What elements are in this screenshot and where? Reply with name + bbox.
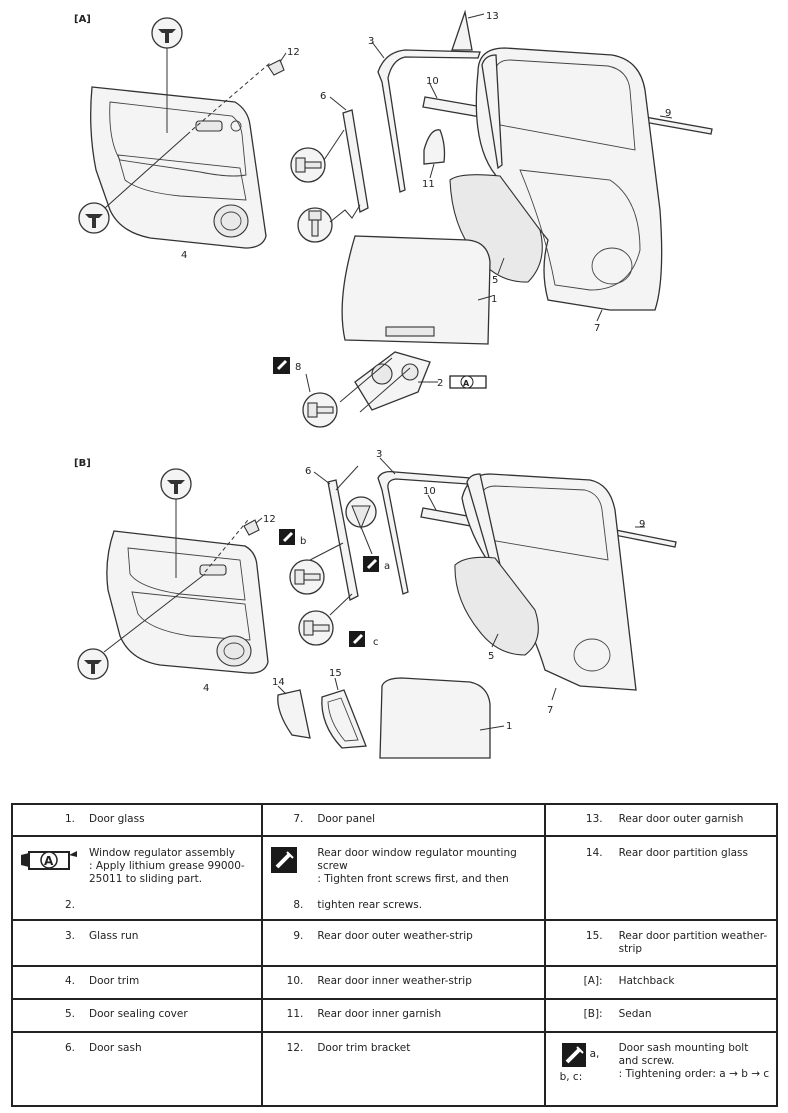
trim-bracket-a (267, 59, 285, 76)
legend-item-11: 11.Rear door inner garnish (286, 1008, 442, 1020)
door-sash-a (342, 109, 369, 213)
legend-item-1: 1.Door glass (64, 813, 145, 825)
svg-text:7: 7 (594, 323, 600, 334)
torque-wrench-icon (271, 847, 298, 873)
svg-text:7: 7 (547, 705, 553, 716)
partition-glass-b (277, 689, 311, 739)
door-glass-a (341, 235, 491, 345)
svg-text:11: 11 (422, 179, 435, 190)
grease-letter: A (463, 379, 470, 388)
grease-icon: A (21, 851, 77, 870)
svg-text:6: 6 (320, 91, 326, 102)
legend-item-2: A Window regulator assembly : Apply lith… (13, 837, 261, 919)
svg-text:10: 10 (423, 486, 436, 497)
exploded-parts-diagram: [A] (74, 9, 713, 759)
svg-text:5: 5 (492, 275, 498, 286)
trim-clip-bottom-b (77, 573, 206, 680)
legend-item-10: 10.Rear door inner weather-strip (286, 975, 472, 987)
section-label-a: [A] (74, 14, 91, 25)
callouts-b: 1 3 4 5 6 7 9 10 12 14 15 (203, 449, 645, 732)
svg-text:1: 1 (491, 294, 497, 305)
door-trim-a (90, 86, 267, 249)
svg-text:15: 15 (329, 668, 342, 679)
svg-text:12: 12 (287, 47, 300, 58)
trim-clip-bottom-a (78, 131, 191, 234)
door-panel-a (475, 47, 663, 311)
svg-text:8: 8 (295, 362, 301, 373)
sash-bolt-c-b (298, 593, 353, 646)
legend-item-6: 6.Door sash (64, 1042, 142, 1054)
letter-c: c (373, 637, 379, 648)
sash-bolt-upper-a (290, 129, 345, 183)
legend-item-3: 3.Glass run (64, 930, 139, 942)
legend-item-hatchback: [A]:Hatchback (583, 975, 675, 987)
door-sash-b (327, 479, 359, 601)
svg-text:13: 13 (486, 11, 499, 22)
letter-a: a (384, 561, 390, 572)
door-panel-b (461, 473, 637, 691)
legend-item-5: 5.Door sealing cover (64, 1008, 188, 1020)
legend-item-13: 13.Rear door outer garnish (585, 813, 744, 825)
svg-text:10: 10 (426, 76, 439, 87)
legend-item-8: Rear door window regulator mounting scre… (263, 837, 543, 919)
svg-text:6: 6 (305, 466, 311, 477)
glass-run-b (377, 470, 471, 595)
letter-b: b (300, 536, 306, 547)
inner-garnish-a (423, 129, 446, 165)
svg-text:5: 5 (488, 651, 494, 662)
window-regulator-a (339, 351, 438, 413)
door-trim-b (106, 530, 269, 674)
grease-icon-a: A (449, 375, 487, 389)
trim-clip-top-a (151, 17, 183, 133)
legend-item-9: 9.Rear door outer weather-strip (293, 930, 473, 942)
svg-text:1: 1 (506, 721, 512, 732)
sealing-cover-b (454, 556, 539, 656)
sash-bolt-b-b (289, 542, 344, 595)
leader-dashed-a (191, 62, 271, 131)
svg-text:14: 14 (272, 677, 285, 688)
grease-icon-letter: A (44, 854, 54, 868)
svg-text:9: 9 (665, 108, 671, 119)
svg-text:3: 3 (376, 449, 382, 460)
sealing-cover-a (449, 174, 543, 283)
svg-text:3: 3 (368, 36, 374, 47)
svg-text:9: 9 (639, 519, 645, 530)
regulator-screw-a (302, 373, 338, 428)
outer-garnish-a (451, 9, 473, 51)
parts-legend-table: 1.Door glass 7.Door panel 13.Rear door o… (10, 803, 779, 1107)
sash-screw-a-b (345, 496, 377, 555)
legend-item-4: 4.Door trim (64, 975, 140, 987)
door-glass-b (379, 677, 491, 759)
svg-text:2: 2 (437, 378, 443, 389)
legend-item-12: 12.Door trim bracket (286, 1042, 411, 1054)
callouts-a: 1 2 3 4 5 6 7 8 9 10 11 12 13 (181, 11, 671, 389)
svg-text:12: 12 (263, 514, 276, 525)
legend-item-sedan: [B]:Sedan (583, 1008, 652, 1020)
trim-bracket-b (243, 519, 260, 536)
svg-text:4: 4 (181, 250, 187, 261)
torque-wrench-icon-abc (561, 1043, 586, 1067)
legend-item-14: 14.Rear door partition glass (585, 847, 748, 859)
sash-bolt-lower-a (297, 204, 361, 243)
legend-item-7: 7.Door panel (293, 813, 376, 825)
trim-clip-top-b (160, 468, 192, 578)
section-label-b: [B] (74, 458, 91, 469)
glass-run-a (377, 49, 481, 193)
svg-text:4: 4 (203, 683, 209, 694)
legend-item-abc: a, b, c: Door sash mounting bolt and scr… (559, 1042, 770, 1083)
legend-item-15: 15.Rear door partition weather-strip (585, 930, 768, 955)
